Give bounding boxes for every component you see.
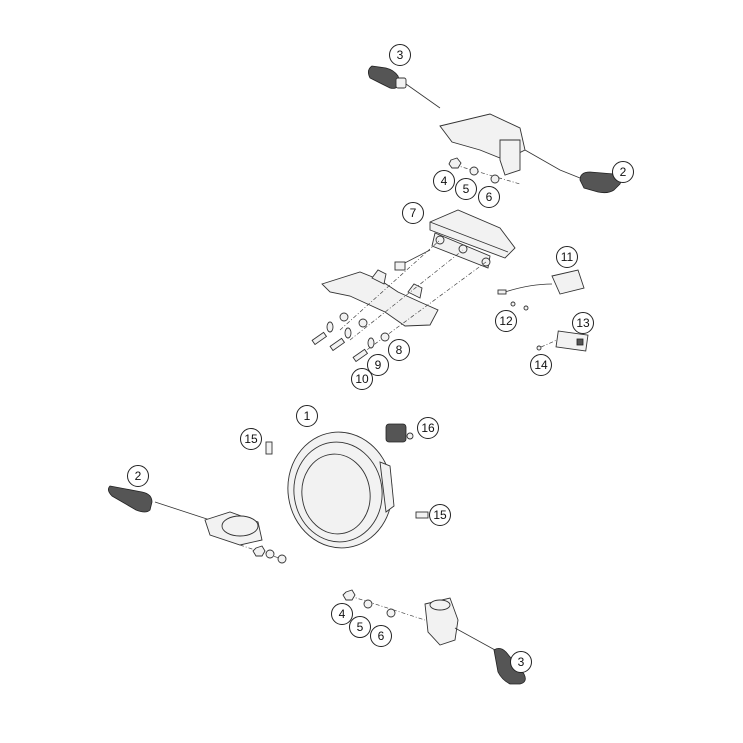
- callout-circle: [388, 339, 410, 361]
- callout-circle: [433, 170, 455, 192]
- callout-13: 13: [572, 312, 594, 334]
- callout-circle: [510, 651, 532, 673]
- license-plate-holder: [321, 239, 487, 356]
- callout-number: 14: [534, 358, 548, 372]
- callout-circle: [455, 178, 477, 200]
- callout-circle: [417, 417, 439, 439]
- callout-circle: [127, 465, 149, 487]
- callout-number: 1: [304, 409, 311, 423]
- callout-5: 5: [349, 616, 371, 638]
- callout-number: 5: [463, 182, 470, 196]
- callout-number: 10: [355, 372, 369, 386]
- callout-number: 6: [378, 629, 385, 643]
- callout-number: 12: [499, 314, 513, 328]
- callout-number: 8: [396, 343, 403, 357]
- callout-number: 2: [620, 165, 627, 179]
- callout-2: 2: [612, 161, 634, 183]
- callout-15: 15: [429, 504, 451, 526]
- headlight-screw-right: [415, 511, 429, 519]
- callout-12: 12: [495, 310, 517, 332]
- callout-number: 13: [576, 316, 590, 330]
- headlight: [287, 431, 395, 549]
- callout-circle: [331, 603, 353, 625]
- callout-circle: [572, 312, 594, 334]
- callout-number: 7: [410, 206, 417, 220]
- callout-number: 16: [421, 421, 435, 435]
- callout-6: 6: [370, 625, 392, 647]
- turn-signal-front-right: [342, 589, 526, 685]
- callout-circle: [556, 246, 578, 268]
- callout-number: 3: [397, 48, 404, 62]
- callout-number: 5: [357, 620, 364, 634]
- callout-number: 6: [486, 190, 493, 204]
- callout-15: 15: [240, 428, 262, 450]
- callout-circle: [612, 161, 634, 183]
- callout-1: 1: [296, 405, 318, 427]
- rear-indicator-bracket: [439, 113, 581, 179]
- callout-4: 4: [331, 603, 353, 625]
- turn-signal-front-left: [108, 485, 287, 564]
- callout-6: 6: [478, 186, 500, 208]
- callout-circle: [478, 186, 500, 208]
- headlight-screw-left: [265, 441, 273, 455]
- headlight-connector: [385, 423, 414, 443]
- callout-circle: [495, 310, 517, 332]
- callout-circle: [370, 625, 392, 647]
- callout-number: 3: [518, 655, 525, 669]
- callout-7: 7: [402, 202, 424, 224]
- callout-number: 15: [433, 508, 447, 522]
- fastener-set-plate: [311, 312, 390, 363]
- callout-circle: [402, 202, 424, 224]
- tail-light: [429, 209, 516, 269]
- callout-circle: [351, 368, 373, 390]
- fastener-set-top: [448, 157, 521, 185]
- callout-circle: [296, 405, 318, 427]
- callout-3: 3: [389, 44, 411, 66]
- callout-4: 4: [433, 170, 455, 192]
- callout-circle: [349, 616, 371, 638]
- callout-8: 8: [388, 339, 410, 361]
- callout-circle: [367, 354, 389, 376]
- callout-circle: [240, 428, 262, 450]
- callout-3: 3: [510, 651, 532, 673]
- callout-2: 2: [127, 465, 149, 487]
- callout-9: 9: [367, 354, 389, 376]
- callout-number: 2: [135, 469, 142, 483]
- callout-number: 11: [561, 250, 574, 264]
- callout-14: 14: [530, 354, 552, 376]
- callout-circle: [389, 44, 411, 66]
- callout-5: 5: [455, 178, 477, 200]
- callout-number: 4: [441, 174, 448, 188]
- callout-circle: [429, 504, 451, 526]
- callout-16: 16: [417, 417, 439, 439]
- callout-number: 9: [375, 358, 382, 372]
- callout-number: 15: [244, 432, 258, 446]
- turn-signal-rear-left: [368, 65, 441, 109]
- callout-11: 11: [556, 246, 578, 268]
- license-plate-light: [497, 269, 585, 311]
- callout-circle: [530, 354, 552, 376]
- callout-10: 10: [351, 368, 373, 390]
- callout-number: 4: [339, 607, 346, 621]
- license-light-cover: [536, 330, 589, 352]
